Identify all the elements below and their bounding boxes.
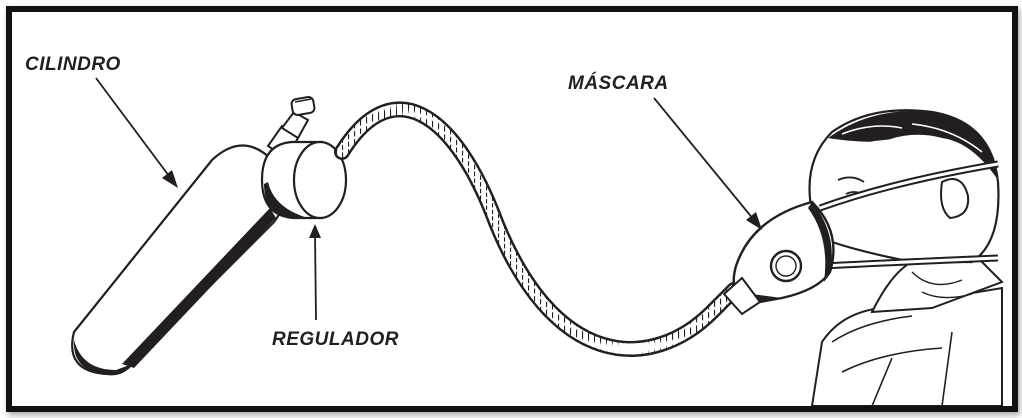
leader-arrows	[95, 77, 762, 321]
diagram-frame: CILINDRO REGULADOR MÁSCARA	[6, 6, 1018, 412]
breathing-apparatus-illustration	[71, 77, 1004, 406]
person-with-mask	[722, 109, 1004, 406]
regulator-label: REGULADOR	[272, 329, 399, 350]
breathing-hose	[334, 101, 742, 357]
cylinder-arrow	[95, 77, 178, 188]
regulator	[260, 140, 348, 220]
mask-arrow	[653, 97, 762, 230]
mask-label: MÁSCARA	[568, 73, 669, 94]
cylinder-label: CILINDRO	[25, 54, 121, 75]
regulator-arrow	[309, 224, 321, 321]
